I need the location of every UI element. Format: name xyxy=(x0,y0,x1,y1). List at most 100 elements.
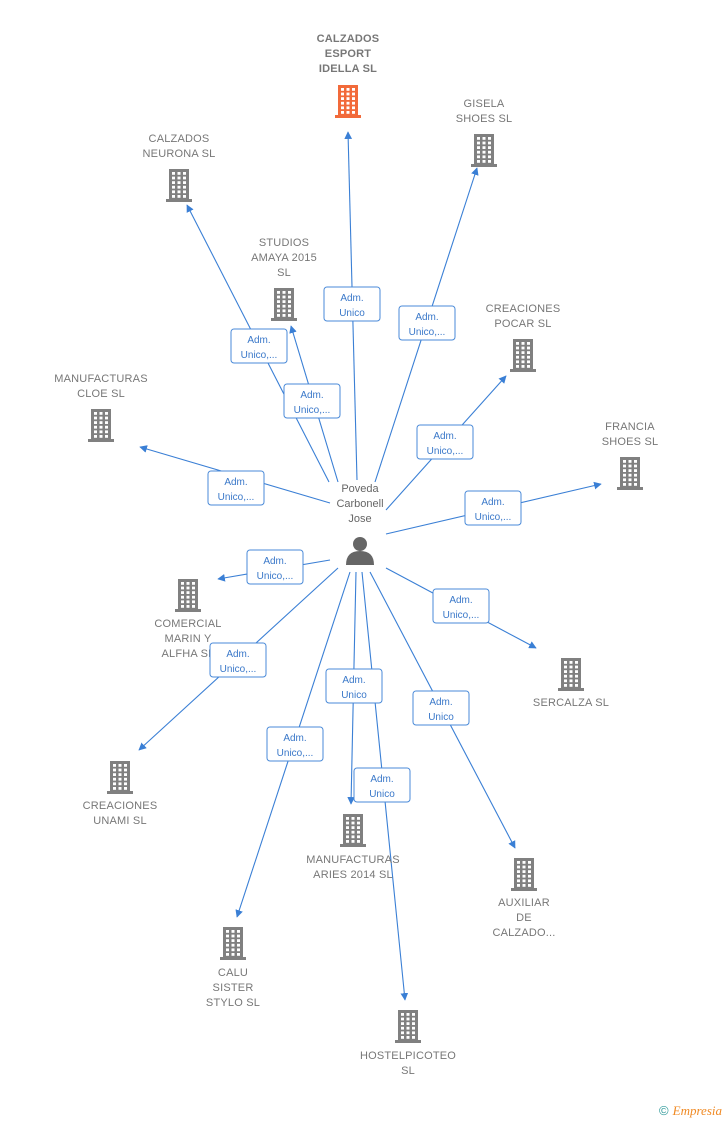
company-label: SHOES SL xyxy=(456,113,513,125)
company-label: FRANCIA xyxy=(605,421,655,433)
edge-label-calzados-neurona[interactable]: Adm.Unico,... xyxy=(230,328,288,364)
company-label: HOSTELPICOTEO xyxy=(360,1050,456,1062)
edge-label-text: Adm. xyxy=(449,595,472,606)
building-icon xyxy=(88,409,114,442)
edge-label-text: Adm. xyxy=(263,556,286,567)
company-label: DE xyxy=(516,912,532,924)
edge-label-text: Adm. xyxy=(226,649,249,660)
company-node-calu-sister[interactable]: CALU SISTER STYLO SL xyxy=(206,927,260,1009)
footer-brand: ©Empresia xyxy=(659,1103,722,1119)
brand-name: Empresia xyxy=(672,1103,722,1118)
building-icon xyxy=(395,1010,421,1043)
company-node-manufacturas-aries[interactable]: MANUFACTURAS ARIES 2014 SL xyxy=(306,814,400,881)
building-icon xyxy=(220,927,246,960)
company-node-hostelpicoteo[interactable]: HOSTELPICOTEO SL xyxy=(360,1010,456,1077)
company-label: STYLO SL xyxy=(206,997,260,1009)
edge-label-text: Unico,... xyxy=(220,664,257,675)
edge-label-text: Unico,... xyxy=(294,405,331,416)
building-icon xyxy=(558,658,584,691)
edge-label-text: Adm. xyxy=(429,697,452,708)
building-icon xyxy=(510,339,536,372)
company-label: CREACIONES xyxy=(83,800,158,812)
edge-label-text: Adm. xyxy=(283,733,306,744)
company-node-creaciones-unami[interactable]: CREACIONES UNAMI SL xyxy=(83,761,158,827)
company-node-gisela-shoes[interactable]: GISELA SHOES SL xyxy=(456,98,513,167)
company-label: SL xyxy=(401,1065,415,1077)
person-name: Carbonell xyxy=(336,498,383,510)
company-label: CALZADOS xyxy=(317,33,380,45)
edge-label-manufacturas-aries[interactable]: Adm. Unico xyxy=(325,668,383,704)
edge-label-text: Adm. xyxy=(300,390,323,401)
edge-label-text: Unico,... xyxy=(277,748,314,759)
edge-label-text: Adm. xyxy=(370,774,393,785)
edge-label-calu-sister[interactable]: Adm. Unico,... xyxy=(266,726,324,762)
edge-label-gisela-shoes[interactable]: Adm. Unico,... xyxy=(398,305,456,341)
company-label: ARIES 2014 SL xyxy=(313,869,393,881)
company-node-creaciones-pocar[interactable]: CREACIONES POCAR SL xyxy=(486,303,561,372)
edge-label-text: Unico,... xyxy=(443,610,480,621)
company-label: POCAR SL xyxy=(494,318,551,330)
company-label: GISELA xyxy=(464,98,505,110)
person-name: Jose xyxy=(348,513,371,525)
edge-label-text: Adm. xyxy=(340,293,363,304)
edge-label-text: Unico,... xyxy=(409,327,446,338)
company-label: STUDIOS xyxy=(259,237,309,249)
company-label: CALZADOS xyxy=(149,133,210,145)
company-label: SERCALZA SL xyxy=(533,697,609,709)
edge-label-text: Unico xyxy=(341,690,367,701)
edge-label-hostelpicoteo[interactable]: Adm. Unico xyxy=(353,767,411,803)
edge-label-auxiliar-calzado[interactable]: Adm.Unico xyxy=(412,690,470,726)
company-label: CALU xyxy=(218,967,248,979)
company-label: CREACIONES xyxy=(486,303,561,315)
building-icon xyxy=(471,134,497,167)
company-label: UNAMI SL xyxy=(93,815,147,827)
person-name: Poveda xyxy=(341,483,379,495)
person-icon xyxy=(346,537,374,565)
company-label: ALFHA SL xyxy=(162,648,215,660)
edge-label-text: Unico,... xyxy=(427,446,464,457)
company-label: ESPORT xyxy=(325,48,372,60)
company-node-calzados-esport-idella[interactable]: CALZADOS ESPORT IDELLA SL xyxy=(317,33,380,118)
edge-label-manufacturas-cloe[interactable]: Adm.Unico,... xyxy=(207,470,265,506)
edge-label-text: Adm. xyxy=(481,497,504,508)
building-icon xyxy=(340,814,366,847)
edge-label-text: Adm. xyxy=(433,431,456,442)
edge-label-text: Adm. xyxy=(342,675,365,686)
edge-label-text: Adm. xyxy=(415,312,438,323)
edge-label-comercial-marin[interactable]: Adm. Unico,... xyxy=(246,549,304,585)
edge-label-sercalza[interactable]: Adm. Unico,... xyxy=(432,588,490,624)
building-icon xyxy=(175,579,201,612)
edge-label-studios-amaya[interactable]: Adm. Unico,... xyxy=(283,383,341,419)
edge-label-text: Unico,... xyxy=(257,571,294,582)
edge-label-creaciones-pocar[interactable]: Adm. Unico,... xyxy=(416,424,474,460)
edge-label-text: Unico,... xyxy=(218,492,255,503)
edge-label-calzados-esport-idella[interactable]: Adm.Unico xyxy=(323,286,381,322)
company-label: AMAYA 2015 xyxy=(251,252,317,264)
company-label: MANUFACTURAS xyxy=(54,373,147,385)
edge-label-francia-shoes[interactable]: Adm. Unico,... xyxy=(464,490,522,526)
company-label: AUXILIAR xyxy=(498,897,550,909)
copyright-symbol: © xyxy=(659,1103,669,1118)
edge-label-text: Adm. xyxy=(247,335,270,346)
company-node-auxiliar-calzado[interactable]: AUXILIARDECALZADO... xyxy=(492,858,555,939)
company-label: IDELLA SL xyxy=(319,63,377,75)
company-label: MARIN Y xyxy=(164,633,212,645)
edge-label-creaciones-unami[interactable]: Adm. Unico,... xyxy=(209,642,267,678)
edge-label-text: Unico,... xyxy=(475,512,512,523)
company-label: SL xyxy=(277,267,291,279)
company-label: SISTER xyxy=(213,982,254,994)
building-icon xyxy=(107,761,133,794)
company-label: MANUFACTURAS xyxy=(306,854,399,866)
company-node-sercalza[interactable]: SERCALZA SL xyxy=(533,658,609,709)
building-icon xyxy=(617,457,643,490)
building-icon xyxy=(511,858,537,891)
edge-label-text: Unico xyxy=(369,789,395,800)
